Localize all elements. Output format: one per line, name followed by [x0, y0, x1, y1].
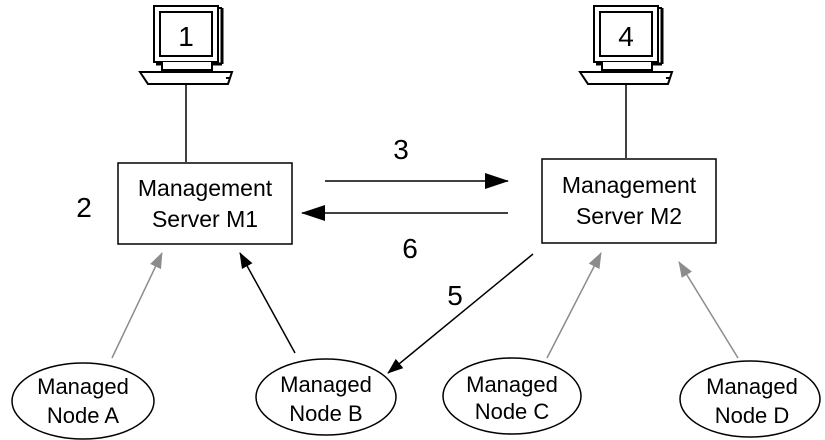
- node-c-line1: Managed: [466, 372, 558, 397]
- terminal-1-label: 1: [178, 21, 194, 52]
- step-2-label: 2: [76, 192, 92, 223]
- terminal-1-icon: 1: [138, 5, 234, 85]
- node-a-line1: Managed: [37, 374, 129, 399]
- managed-node-d: Managed Node D: [679, 360, 821, 438]
- arrow-5: [387, 253, 534, 374]
- step-6-label: 6: [402, 233, 418, 264]
- managed-node-b: Managed Node B: [255, 358, 397, 436]
- managed-node-c: Managed Node C: [442, 357, 582, 435]
- terminal-4-icon: 4: [578, 5, 674, 85]
- terminal-4-label: 4: [618, 21, 634, 52]
- server-m2-line2: Server M2: [576, 203, 682, 229]
- server-m1: Management Server M1: [117, 162, 293, 245]
- server-m2: Management Server M2: [541, 158, 717, 244]
- server-m2-line1: Management: [562, 172, 697, 198]
- node-c-line2: Node C: [475, 399, 550, 424]
- arrow-node-b-to-m1: [239, 252, 296, 354]
- managed-node-a: Managed Node A: [11, 362, 155, 440]
- server-m1-line1: Management: [138, 175, 273, 201]
- node-d-line1: Managed: [706, 374, 798, 399]
- node-b-line2: Node B: [289, 401, 362, 426]
- node-a-line2: Node A: [47, 403, 119, 428]
- node-b-line1: Managed: [280, 372, 372, 397]
- arrow-node-c-to-m2: [546, 252, 602, 359]
- node-d-line2: Node D: [715, 403, 790, 428]
- arrow-node-a-to-m1: [111, 252, 163, 359]
- arrow-node-d-to-m2: [678, 261, 739, 359]
- step-3-label: 3: [393, 134, 409, 165]
- server-m1-line2: Server M1: [152, 206, 258, 232]
- step-5-label: 5: [447, 280, 463, 311]
